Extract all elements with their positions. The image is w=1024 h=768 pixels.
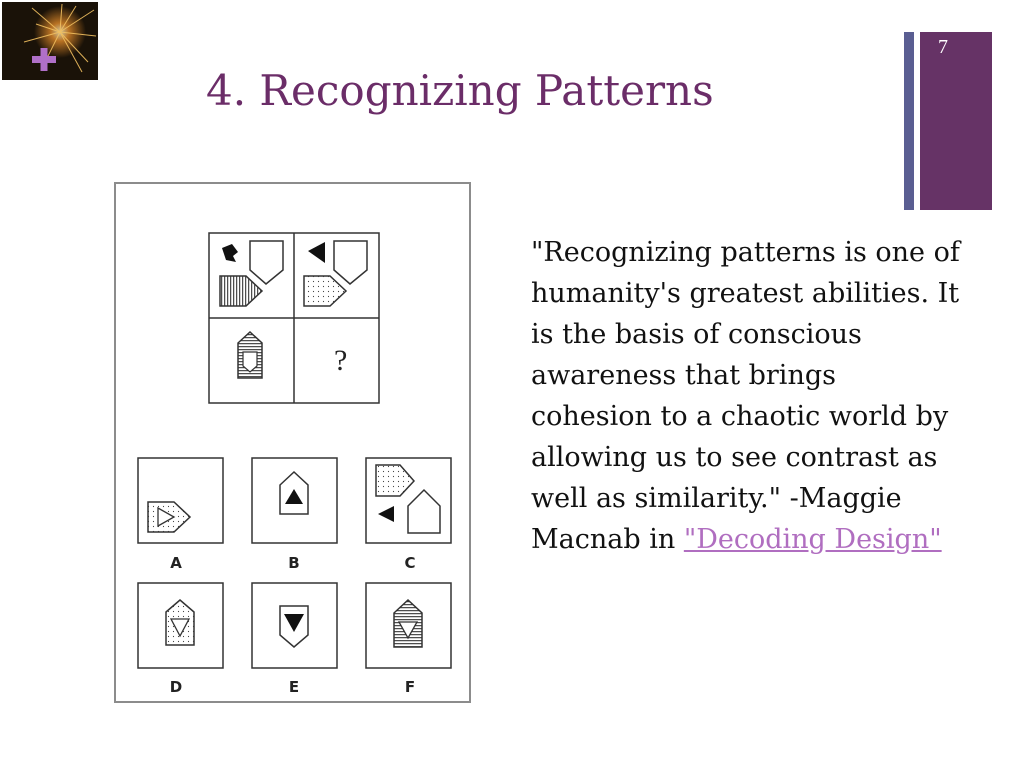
option-label-c: C bbox=[404, 554, 415, 572]
matrix-cell-3 bbox=[237, 330, 263, 379]
option-box-f[interactable] bbox=[365, 582, 452, 669]
option-b-shape bbox=[279, 470, 309, 515]
option-a-shape bbox=[147, 501, 192, 533]
fireworks-logo-icon bbox=[2, 2, 98, 80]
decoding-design-link[interactable]: "Decoding Design" bbox=[683, 524, 942, 555]
option-label-d: D bbox=[170, 678, 182, 696]
option-d-shape bbox=[165, 599, 195, 646]
pattern-puzzle-svg: ? bbox=[137, 232, 452, 696]
question-mark: ? bbox=[334, 344, 347, 377]
quote-text: "Recognizing patterns is one of humanity… bbox=[531, 237, 960, 555]
quote-block: "Recognizing patterns is one of humanity… bbox=[531, 232, 961, 560]
slide-title: 4. Recognizing Patterns bbox=[206, 66, 714, 115]
option-c-shape bbox=[375, 464, 441, 534]
option-label-f: F bbox=[405, 678, 415, 696]
option-label-b: B bbox=[288, 554, 299, 572]
accent-bar-thick bbox=[920, 32, 992, 210]
matrix-cell-1 bbox=[219, 240, 284, 307]
accent-bar-thin bbox=[904, 32, 914, 210]
option-e-shape bbox=[279, 605, 309, 648]
page-number: 7 bbox=[938, 36, 948, 58]
option-label-a: A bbox=[170, 554, 182, 572]
option-label-e: E bbox=[289, 678, 299, 696]
option-f-shape bbox=[393, 598, 423, 648]
fireworks-logo bbox=[2, 2, 98, 80]
plus-icon bbox=[32, 48, 56, 71]
pattern-puzzle-figure: ? bbox=[114, 182, 471, 703]
matrix-cell-2 bbox=[303, 240, 368, 307]
